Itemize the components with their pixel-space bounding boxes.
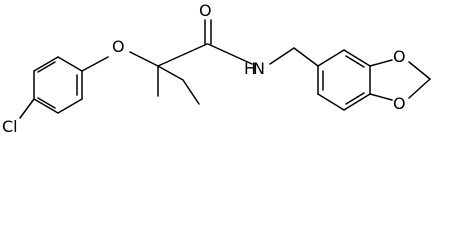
- double-bond-inner: [37, 97, 56, 109]
- methylene-aryl-bond: [293, 47, 319, 67]
- amide-hydrogen-label: H: [244, 59, 256, 78]
- ether-quaternary-bond: [129, 51, 159, 67]
- aryl-oxygen-bond-bottom: [369, 93, 393, 101]
- bond: [57, 98, 83, 114]
- bond: [343, 93, 371, 111]
- dioxole-oxygen-bottom-label: O: [393, 94, 406, 113]
- amide-bond: [207, 43, 253, 65]
- dioxole-oxygen-top-label: O: [393, 47, 406, 66]
- methyl-bond-lower: [182, 79, 200, 105]
- chlorophenyl-ring: [33, 56, 83, 114]
- structure-canvas: Cl O O N H O O: [2, 1, 431, 136]
- carbon-chlorine-bond: [19, 98, 35, 119]
- aryl-ether-bond: [81, 56, 109, 72]
- chlorine-label: Cl: [2, 117, 18, 136]
- molecule-structure: Cl O O N H O O: [2, 1, 431, 136]
- benzodioxole-ring: [317, 49, 371, 111]
- bond: [33, 98, 59, 114]
- amide-nitrogen-label: N: [253, 59, 265, 78]
- bond: [317, 93, 345, 111]
- oxygen-methylene-bond-top: [408, 61, 431, 80]
- aryl-oxygen-bond-top: [369, 59, 393, 67]
- double-bond-inner: [345, 92, 365, 105]
- bond: [343, 49, 371, 67]
- carbonyl-oxygen-label: O: [199, 1, 212, 20]
- quaternary-carbonyl-bond: [157, 43, 208, 67]
- double-bond-inner: [345, 55, 365, 68]
- oxygen-methylene-bond-bottom: [408, 78, 431, 99]
- bond: [33, 56, 59, 72]
- nitrogen-methylene-bond: [269, 47, 295, 65]
- methyl-bond-right: [157, 65, 184, 81]
- ether-oxygen-label: O: [112, 37, 125, 56]
- bond: [57, 56, 83, 72]
- bond: [317, 49, 345, 67]
- double-bond-inner: [37, 61, 56, 73]
